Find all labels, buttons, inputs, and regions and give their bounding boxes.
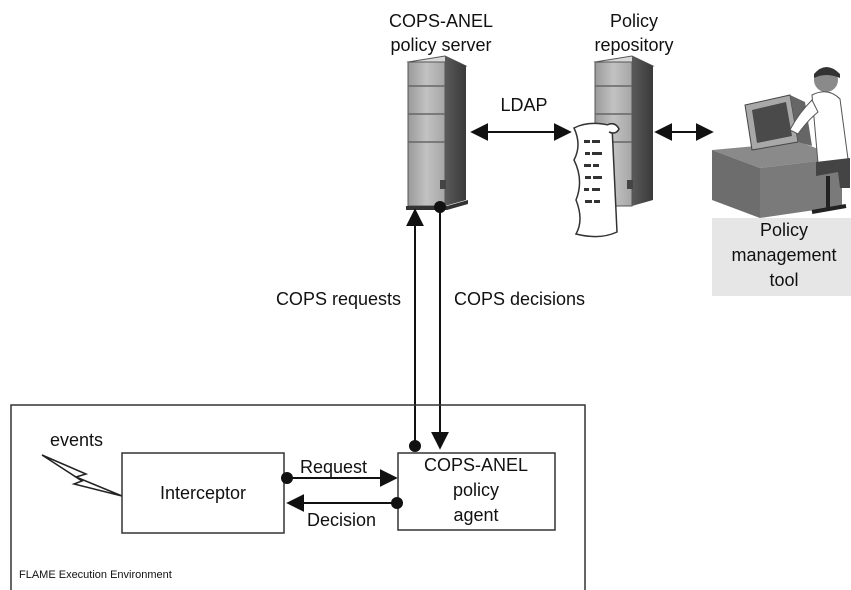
- policy-repository-label-line1: Policy: [610, 11, 658, 31]
- policy-repository-label-line2: repository: [594, 35, 673, 55]
- policy-repository-label: Policy repository: [594, 11, 673, 55]
- policy-agent-box: [397, 452, 556, 531]
- decision-origin-dot: [391, 497, 403, 509]
- policy-agent-label-line1: COPS-ANEL: [424, 455, 528, 475]
- policy-document-scroll-icon: [573, 122, 620, 238]
- cops-requests-label: COPS requests: [276, 289, 401, 309]
- policy-management-tool-label-line3: tool: [769, 270, 798, 290]
- interceptor-box: [121, 452, 285, 534]
- policy-management-tool-label-line1: Policy: [760, 220, 808, 240]
- interceptor-label: Interceptor: [160, 483, 246, 503]
- events-label: events: [50, 430, 103, 450]
- policy-agent-label-line2: policy: [453, 480, 499, 500]
- ldap-label: LDAP: [500, 95, 547, 115]
- events-lightning-icon: [41, 454, 123, 497]
- policy-management-tool-label: Policy management tool: [731, 220, 836, 290]
- policy-server-label-line1: COPS-ANEL: [389, 11, 493, 31]
- cops-decisions-origin-dot: [434, 201, 446, 213]
- request-label: Request: [300, 457, 367, 477]
- policy-management-tool-icon: [712, 67, 851, 296]
- decision-label: Decision: [307, 510, 376, 530]
- policy-management-tool-label-background: [712, 218, 851, 296]
- policy-agent-label-line3: agent: [453, 505, 498, 525]
- policy-server-label: COPS-ANEL policy server: [389, 11, 493, 55]
- policy-server-icon: [406, 55, 468, 210]
- flame-execution-environment-label: FLAME Execution Environment: [19, 569, 172, 581]
- policy-server-label-line2: policy server: [390, 35, 491, 55]
- flame-execution-environment: [10, 404, 586, 590]
- policy-management-tool-label-line2: management: [731, 245, 836, 265]
- cops-decisions-label: COPS decisions: [454, 289, 585, 309]
- request-origin-dot: [281, 472, 293, 484]
- cops-requests-origin-dot: [409, 440, 421, 452]
